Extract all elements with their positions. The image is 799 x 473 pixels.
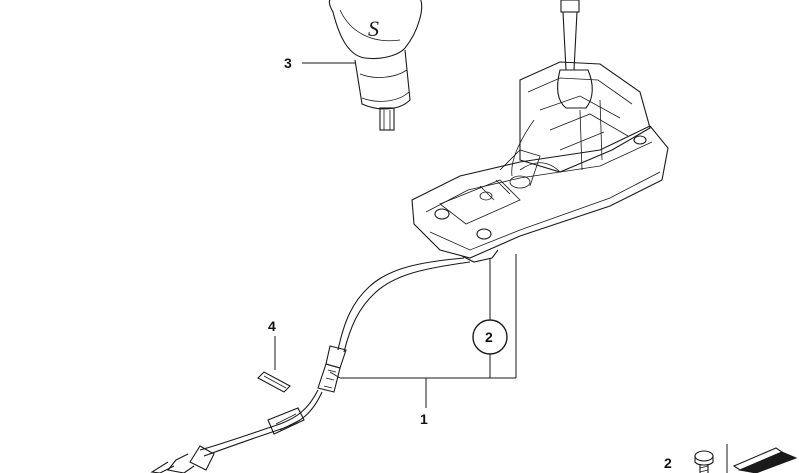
knob-logo: S: [368, 16, 379, 41]
retaining-clip[interactable]: [257, 371, 291, 393]
shifter-assembly[interactable]: [411, 0, 669, 263]
legend-2-label: 2: [664, 455, 672, 471]
gear-knob[interactable]: S: [328, 0, 423, 131]
callout-1-label[interactable]: 1: [420, 411, 428, 427]
legend-item-2[interactable]: 2: [664, 444, 798, 473]
shift-cable[interactable]: [150, 257, 471, 473]
callout-2-label[interactable]: 2: [485, 329, 493, 345]
callout-4-label[interactable]: 4: [268, 318, 276, 334]
callout-3-label[interactable]: 3: [284, 55, 292, 71]
wedge-icon: [738, 451, 798, 473]
leader-lines: [274, 62, 517, 408]
screw-icon: [694, 450, 714, 473]
callout-2-circle: [472, 319, 508, 355]
